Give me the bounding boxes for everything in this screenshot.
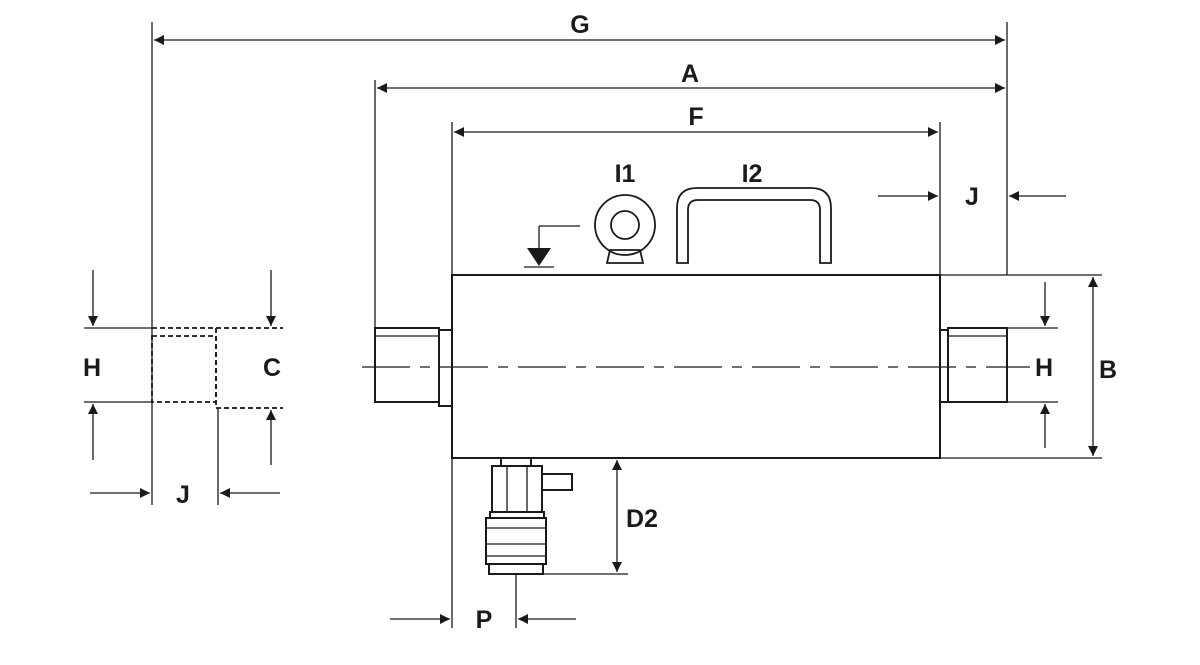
dimension-c: C [263, 270, 281, 465]
label-b: B [1099, 356, 1117, 384]
dimension-f: F [451, 103, 941, 275]
label-d2: D2 [626, 505, 658, 533]
label-g: G [570, 11, 589, 39]
label-f: F [688, 103, 703, 131]
side-view-left [151, 327, 283, 505]
hydraulic-coupler [485, 457, 573, 575]
level-symbol [524, 225, 580, 268]
dimension-h-right: H [1007, 282, 1058, 448]
left-end-cap [374, 327, 453, 407]
dimension-h-left: H [83, 270, 152, 460]
label-i2: I2 [742, 160, 763, 188]
label-c: C [263, 354, 281, 382]
label-h-left: H [83, 354, 101, 382]
dimension-a: A [374, 60, 1005, 328]
label-i1: I1 [615, 160, 636, 188]
label-j-bottom: J [176, 481, 190, 509]
dimension-b: B [940, 274, 1117, 459]
dimension-g: G [151, 11, 1008, 505]
dimension-p: P [390, 458, 576, 634]
label-h-right: H [1035, 354, 1053, 382]
dimension-d2: D2 [540, 460, 658, 575]
label-j-top: J [965, 183, 979, 211]
dimension-j-bottom: J [90, 481, 280, 509]
dimension-j-top: J [878, 183, 1066, 211]
label-a: A [681, 60, 699, 88]
label-p: P [476, 606, 493, 634]
right-end-cap [939, 327, 1008, 403]
carry-handle-i2: I2 [676, 160, 832, 264]
eye-bolt-i1: I1 [594, 160, 656, 264]
